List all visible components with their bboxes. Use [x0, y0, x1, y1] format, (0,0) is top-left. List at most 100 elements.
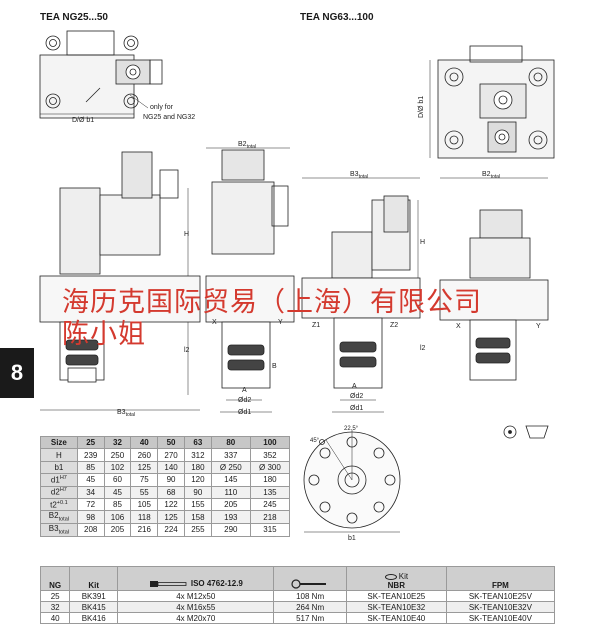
dim-cell: 85: [76, 460, 105, 475]
dim-row-label: B3total: [40, 522, 78, 537]
label-y-1: Y: [278, 319, 283, 326]
label-x-2: X: [456, 323, 461, 330]
dim-cell: 250: [103, 448, 132, 462]
series-title-right: TEA NG63...100: [300, 12, 374, 23]
kit-cell-nbr: SK-TEAN10E32: [345, 601, 447, 613]
dim-header-col: 50: [157, 435, 185, 450]
dim-cell: Ø 250: [210, 460, 251, 475]
dim-header-col: 100: [249, 435, 291, 450]
dim-row-label: b1: [40, 460, 78, 475]
dim-cell: 68: [157, 485, 185, 499]
dim-cell: 337: [210, 448, 251, 462]
dim-cell: 239: [76, 448, 105, 462]
dim-cell: 110: [210, 485, 251, 499]
dim-cell: 255: [183, 522, 212, 537]
label-b3-2: B3total: [350, 171, 368, 180]
col-kit: Kit: [69, 566, 119, 591]
kit-cell-screws: 4x M16x55: [117, 601, 275, 613]
kit-cell-kit: BK415: [69, 601, 119, 613]
dim-row-label: B2total: [40, 510, 78, 524]
label-y-2: Y: [536, 323, 541, 330]
label-angle-45: 45°: [310, 438, 320, 444]
col-screws: ISO 4762-12.9: [117, 566, 275, 591]
kit-cell-fpm: SK-TEAN10E32V: [445, 601, 556, 613]
dim-cell: 90: [157, 473, 185, 487]
front-view-3: [301, 177, 421, 413]
dim-cell: 290: [210, 522, 251, 537]
label-h-1: H: [184, 231, 189, 238]
note-line-1: only for: [150, 104, 174, 111]
label-angle-22-5: 22.5°: [344, 426, 359, 432]
dim-cell: 205: [103, 522, 132, 537]
dim-cell: 352: [249, 448, 291, 462]
dim-cell: 216: [130, 522, 159, 537]
dim-cell: 145: [210, 473, 251, 487]
label-x-1: X: [212, 319, 217, 326]
dim-row-label: t2+0.1: [40, 497, 78, 512]
label-a-1: A: [242, 387, 247, 394]
dim-cell: 120: [183, 473, 212, 487]
top-view-left: [39, 30, 163, 119]
dim-header-size: Size: [40, 435, 78, 450]
label-h-2: H: [420, 239, 425, 246]
col-ng: NG: [39, 566, 71, 591]
label-z2: Z2: [390, 322, 398, 329]
label-b3-1: B3total: [117, 409, 135, 418]
dim-cell: 260: [130, 448, 159, 462]
dim-cell: 125: [157, 510, 185, 524]
label-d1-2: Ød1: [350, 405, 363, 412]
dim-cell: Ø 300: [249, 460, 291, 475]
label-d2-2: Ød2: [350, 393, 363, 400]
dim-cell: 218: [249, 510, 291, 524]
front-view-1: [39, 151, 201, 411]
label-d2-1: Ød2: [238, 397, 251, 404]
series-title-left: TEA NG25...50: [40, 12, 108, 23]
kit-cell-torque: 108 Nm: [273, 590, 347, 602]
kit-header-row: NG Kit ISO 4762-12.9 Kit: [39, 566, 556, 591]
detail-symbol: [503, 425, 549, 439]
label-b2-1: B2total: [238, 141, 256, 150]
dim-cell: 45: [76, 473, 105, 487]
dim-cell: 60: [103, 473, 132, 487]
col-fpm: FPM: [445, 566, 556, 591]
label-l2-2: l2: [420, 345, 426, 352]
kit-cell-nbr: SK-TEAN10E40: [345, 612, 447, 624]
dim-cell: 180: [183, 460, 212, 475]
dim-cell: 193: [210, 510, 251, 524]
dim-header-col: 25: [76, 435, 105, 450]
kit2-label: Kit: [398, 572, 409, 581]
dim-cell: 315: [249, 522, 291, 537]
dim-cell: 125: [130, 460, 159, 475]
dim-header-col: 63: [183, 435, 212, 450]
dim-header-col: 32: [103, 435, 132, 450]
dim-cell: 105: [130, 497, 159, 512]
dim-cell: 85: [103, 497, 132, 512]
kit-cell-ng: 25: [39, 590, 71, 602]
kit-cell-ng: 40: [39, 612, 71, 624]
dim-cell: 158: [183, 510, 212, 524]
kit-cell-torque: 264 Nm: [273, 601, 347, 613]
wrench-icon: [291, 579, 327, 589]
dim-cell: 55: [130, 485, 159, 499]
dim-cell: 224: [157, 522, 185, 537]
dim-row-label: H: [40, 448, 78, 462]
flange-view: [303, 430, 401, 533]
dim-cell: 122: [157, 497, 185, 512]
dim-cell: 45: [103, 485, 132, 499]
dim-header-col: 40: [130, 435, 159, 450]
dim-cell: 270: [157, 448, 185, 462]
dim-cell: 312: [183, 448, 212, 462]
front-view-2: [205, 147, 295, 413]
label-l2-1: l2: [184, 347, 190, 354]
